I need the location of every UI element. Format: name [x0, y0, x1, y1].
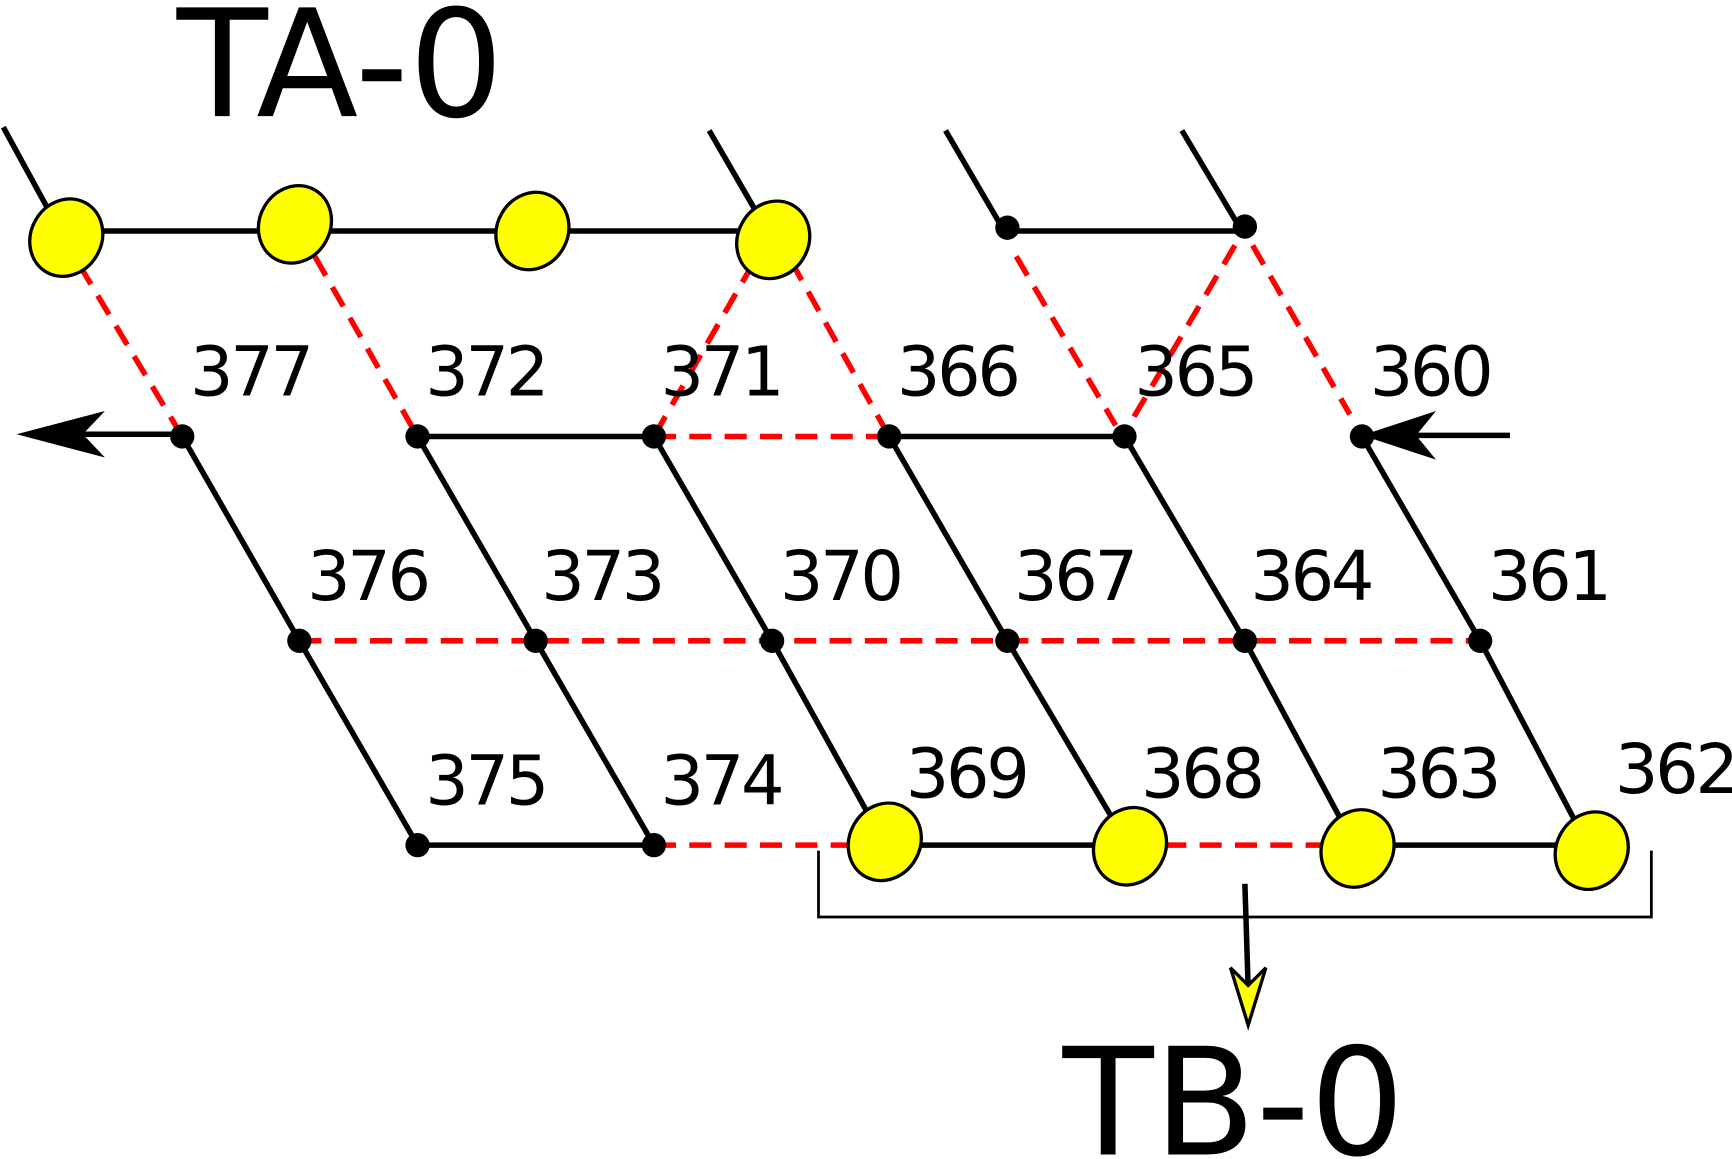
left-arrow-icon: [16, 411, 183, 458]
node-label: 372: [425, 333, 546, 413]
title-tb: TB-0: [1062, 1017, 1405, 1159]
node-label: 373: [541, 537, 662, 617]
right-incoming-arrow-icon: [1361, 411, 1510, 460]
bracket: [817, 850, 1653, 919]
node-label: 371: [661, 333, 782, 413]
node-label: 366: [897, 333, 1018, 413]
node-label: 377: [190, 333, 311, 413]
node-label: 369: [906, 735, 1027, 815]
nodes: [170, 214, 1493, 858]
node-label: 376: [307, 537, 428, 617]
node-label: 375: [425, 741, 546, 821]
node-label: 364: [1250, 537, 1371, 617]
node-label: 374: [661, 741, 782, 821]
node-label: 370: [780, 537, 901, 617]
node-label: 362: [1615, 730, 1732, 810]
node-label: 361: [1488, 537, 1609, 617]
dashed-links-top: [77, 243, 1353, 438]
node-label: 363: [1377, 735, 1498, 815]
highlighted-nodes: [28, 184, 1630, 892]
middle-row-lines: [299, 433, 1481, 644]
node-label: 365: [1134, 333, 1255, 413]
node-label: 367: [1014, 537, 1135, 617]
node-label: 360: [1370, 333, 1491, 413]
node-label: 368: [1141, 735, 1262, 815]
down-arrow-icon: [1228, 883, 1268, 1031]
title-ta: TA-0: [176, 0, 504, 152]
node-labels: 377 372 371 366 365 360 376 373 370 367 …: [190, 333, 1732, 822]
top-row-lines: [0, 125, 1245, 234]
